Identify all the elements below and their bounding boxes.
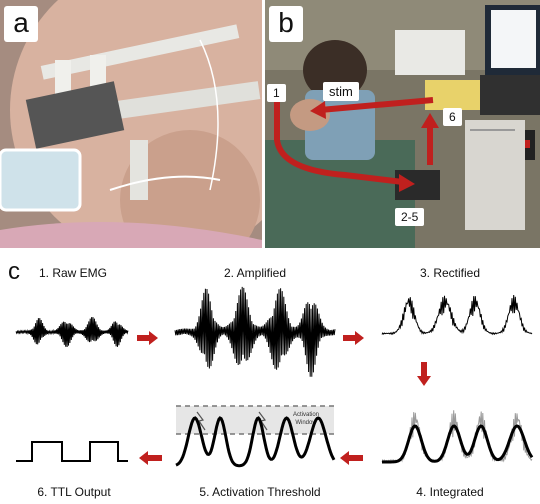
panel-c-label: c xyxy=(8,258,20,285)
flow-arrow xyxy=(137,331,158,345)
step-label-amplified: 2. Amplified xyxy=(223,266,287,280)
window-label-2: Window xyxy=(295,420,317,426)
step-label-integrated: 4. Integrated xyxy=(416,485,484,499)
flow-arrow xyxy=(340,451,363,465)
step-label-activation-threshold: 5. Activation Threshold xyxy=(199,485,321,499)
flow-arrow xyxy=(417,362,431,386)
flow-arrow xyxy=(139,451,162,465)
activation-threshold: Activation Window xyxy=(175,405,336,468)
integrated-trace xyxy=(381,410,534,464)
panel-a-label: a xyxy=(4,6,38,42)
step-label-ttl-output: 6. TTL Output xyxy=(37,485,111,499)
callout-stim: stim xyxy=(323,82,359,101)
flow-arrow xyxy=(343,331,364,345)
lightning-icon xyxy=(258,411,268,431)
ttl-pulse-trace xyxy=(16,441,128,462)
signal-processing-diagram: Activation Window xyxy=(15,286,534,468)
photo-infant-electrodes: a xyxy=(0,0,262,248)
rectified-trace xyxy=(381,294,533,336)
callout-1: 1 xyxy=(267,84,286,102)
callout-2-5: 2-5 xyxy=(395,208,425,226)
photo-clinical-setup: b 1 stim 6 2-5 xyxy=(265,0,540,248)
raw-emg-trace xyxy=(15,317,129,348)
window-label-1: Activation xyxy=(293,412,319,418)
step-label-raw-emg: 1. Raw EMG xyxy=(38,266,107,280)
callout-6: 6 xyxy=(443,108,462,126)
step-label-rectified: 3. Rectified xyxy=(419,266,481,280)
panel-b-label: b xyxy=(269,6,303,42)
clinical-setup-illustration xyxy=(265,0,540,248)
lightning-icon xyxy=(196,411,206,431)
infant-illustration xyxy=(0,0,262,248)
amplified-trace xyxy=(174,286,336,377)
